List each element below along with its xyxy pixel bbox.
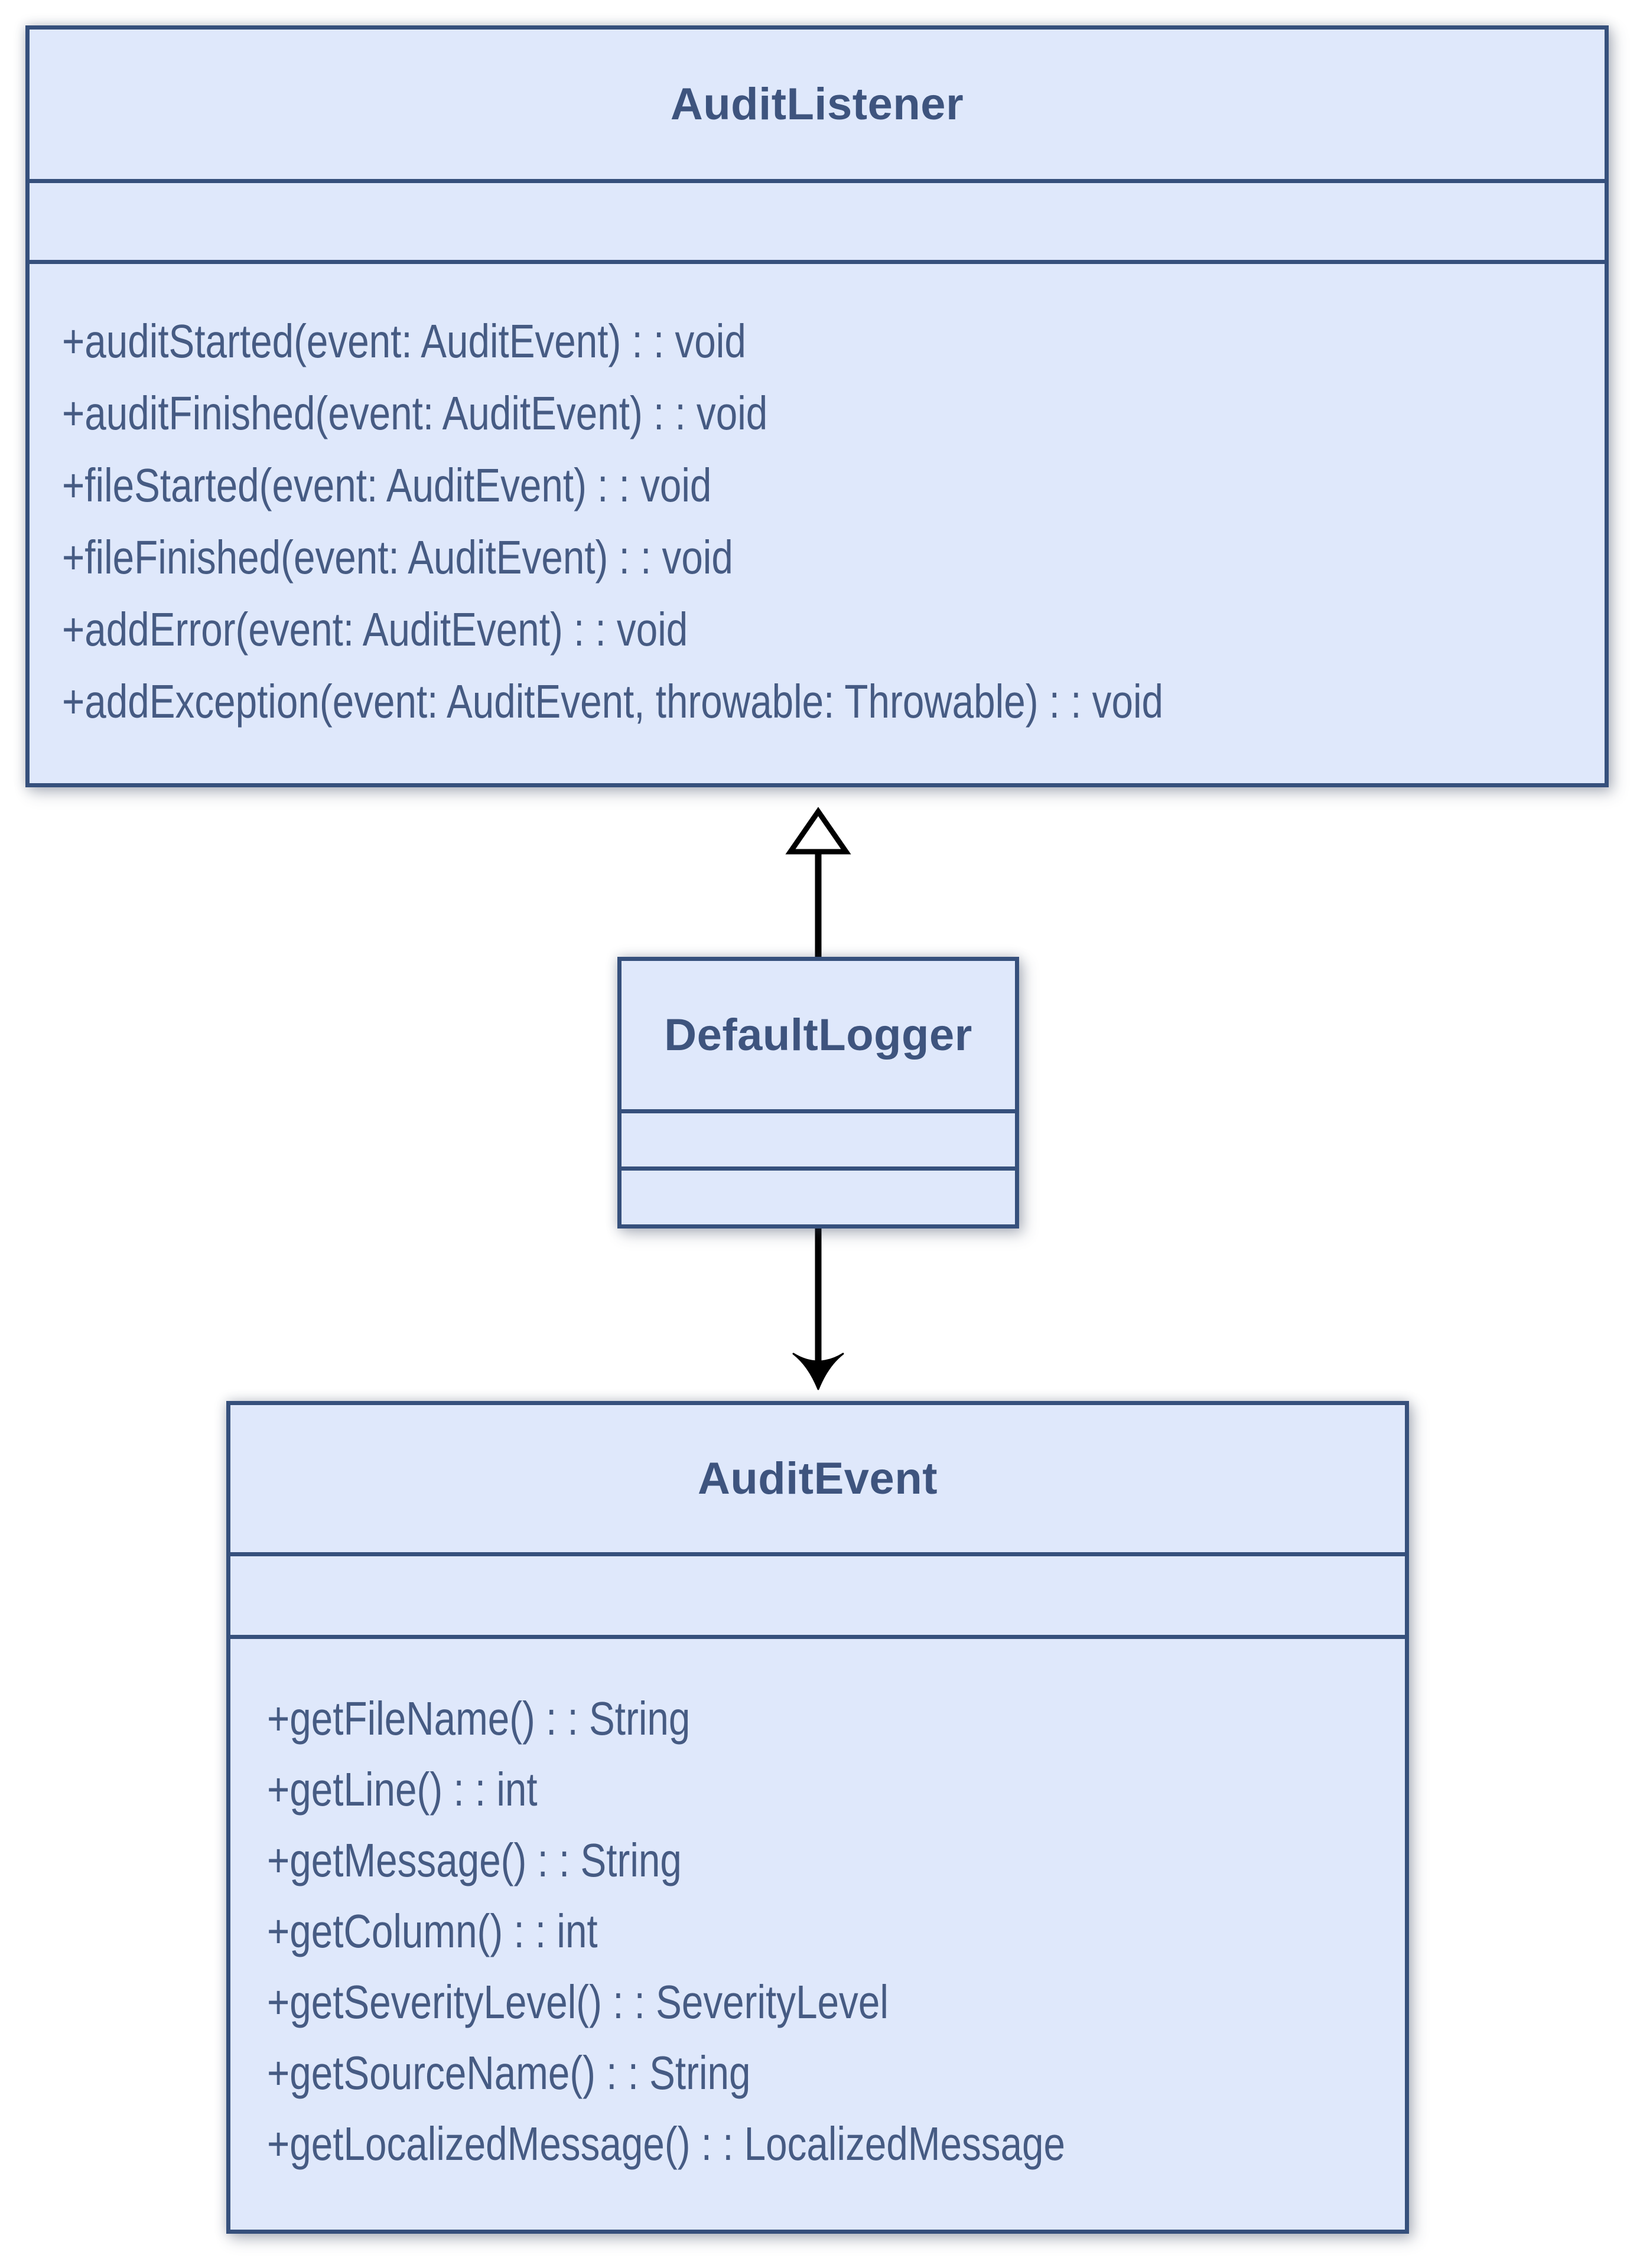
method-item: +getFileName() : : String: [267, 1692, 691, 1745]
methods-compartment: +auditStarted(event: AuditEvent) : : voi…: [30, 260, 1605, 783]
class-box-auditlistener[interactable]: AuditListener +auditStarted(event: Audit…: [25, 25, 1609, 787]
realization-arrow-defaultlogger-to-auditlistener: [785, 807, 851, 960]
attributes-compartment: [230, 1552, 1405, 1635]
class-title: DefaultLogger: [664, 1010, 972, 1060]
attributes-compartment: [621, 1109, 1015, 1166]
method-item: +getLine() : : int: [267, 1763, 538, 1816]
hollow-triangle-arrowhead-icon: [785, 807, 851, 855]
methods-compartment: [621, 1166, 1015, 1224]
methods-compartment: +getFileName() : : String +getLine() : :…: [230, 1635, 1405, 2230]
method-item: +fileFinished(event: AuditEvent) : : voi…: [62, 531, 733, 584]
method-item: +addException(event: AuditEvent, throwab…: [62, 675, 1164, 728]
method-item: +auditStarted(event: AuditEvent) : : voi…: [62, 315, 746, 367]
class-box-defaultlogger[interactable]: DefaultLogger: [617, 957, 1019, 1228]
method-item: +getSourceName() : : String: [267, 2047, 751, 2099]
method-item: +auditFinished(event: AuditEvent) : : vo…: [62, 387, 768, 439]
filled-arrowhead-icon: [792, 1353, 844, 1390]
method-item: +getMessage() : : String: [267, 1834, 682, 1886]
association-arrow-defaultlogger-to-auditevent: [792, 1226, 844, 1390]
method-item: +fileStarted(event: AuditEvent) : : void: [62, 459, 712, 511]
class-title: AuditListener: [670, 79, 964, 129]
method-item: +getLocalizedMessage() : : LocalizedMess…: [267, 2117, 1066, 2170]
attributes-compartment: [30, 179, 1605, 260]
method-item: +getSeverityLevel() : : SeverityLevel: [267, 1976, 889, 2028]
class-title: AuditEvent: [697, 1454, 938, 1504]
method-item: +getColumn() : : int: [267, 1905, 598, 1957]
class-box-auditevent[interactable]: AuditEvent +getFileName() : : String +ge…: [226, 1401, 1409, 2234]
method-item: +addError(event: AuditEvent) : : void: [62, 603, 688, 656]
